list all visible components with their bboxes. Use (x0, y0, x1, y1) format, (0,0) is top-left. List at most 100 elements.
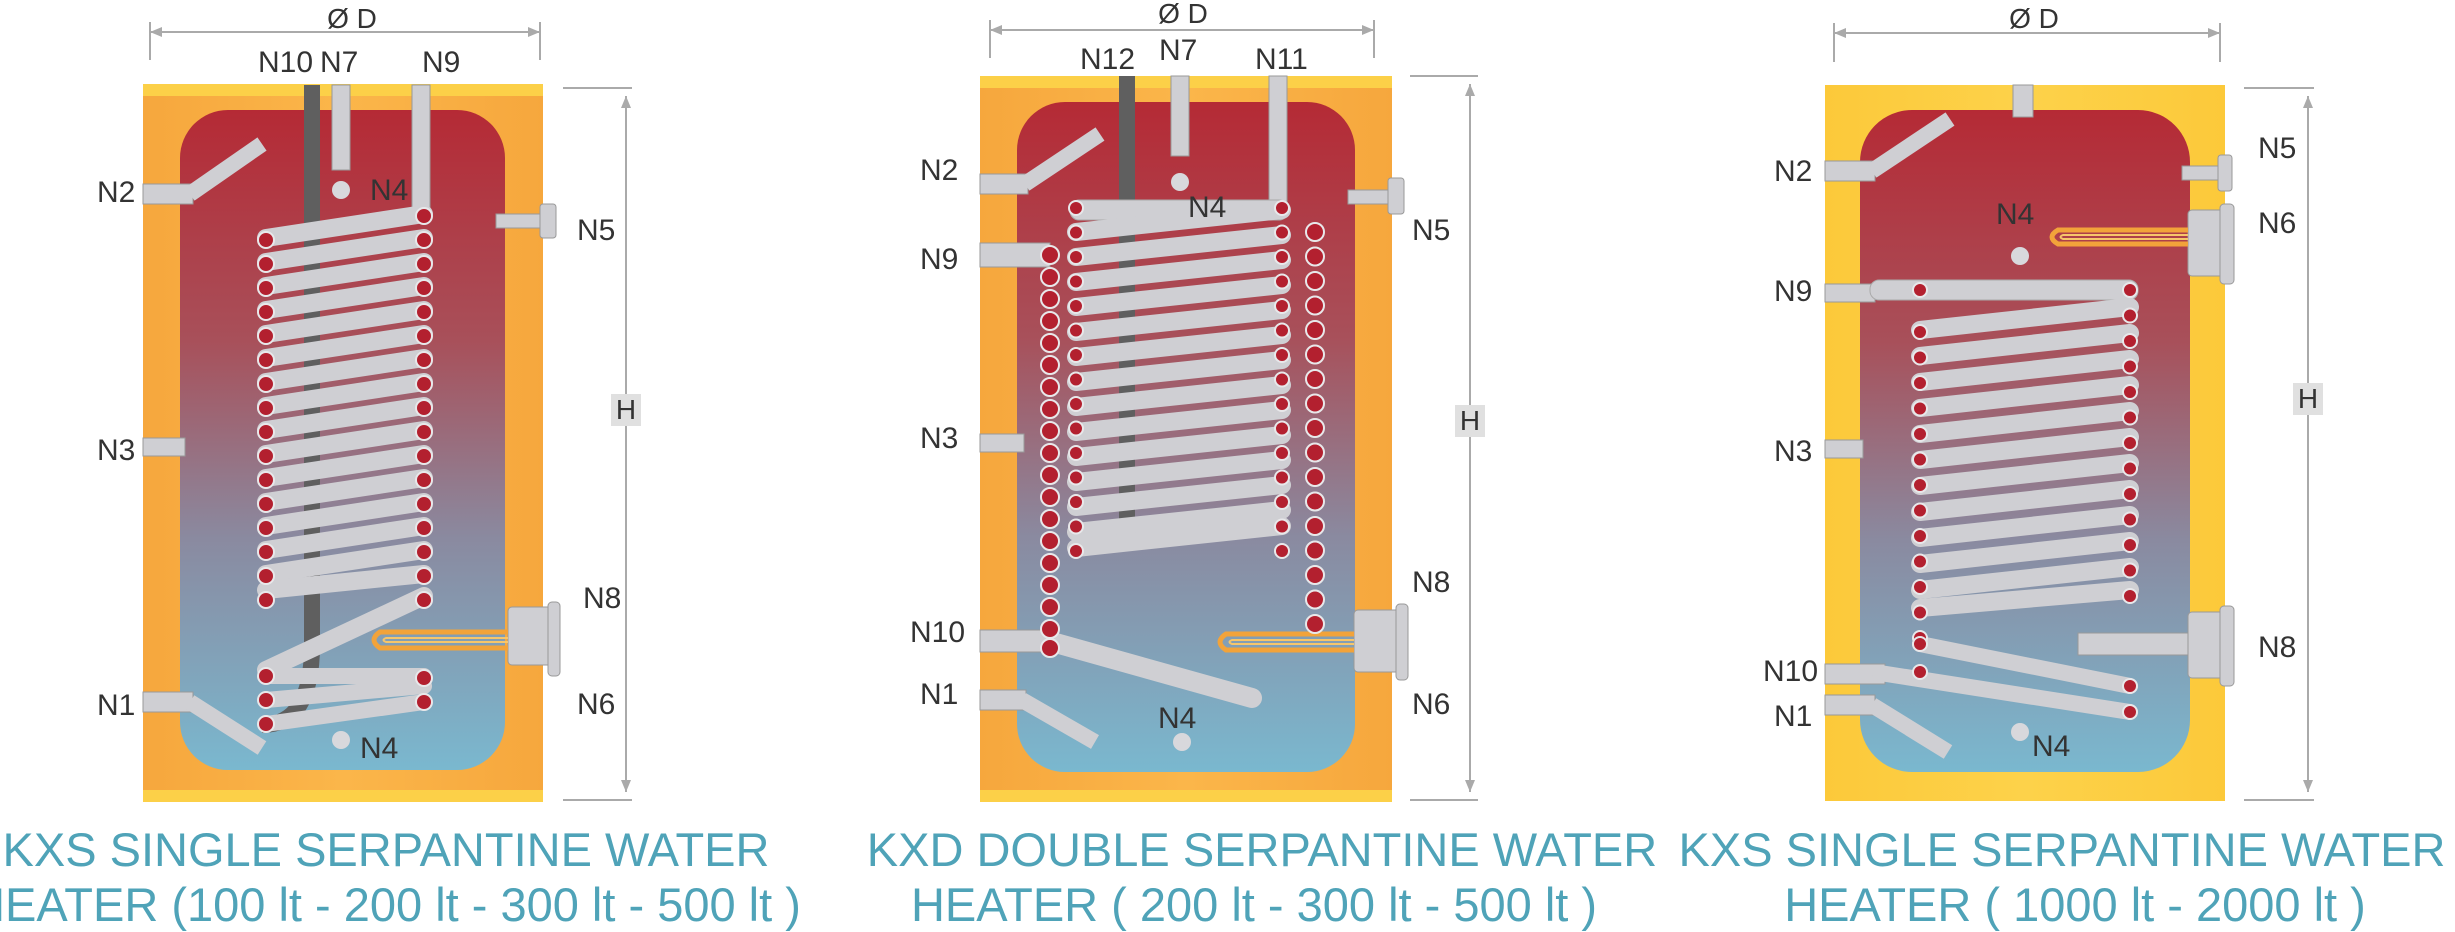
coil-dot (1274, 200, 1290, 216)
dimension-d-line (1833, 23, 2221, 62)
coil-dot (2122, 678, 2138, 694)
dimension-d-label: Ø D (1158, 0, 1208, 29)
coil-dot (1040, 333, 1060, 353)
coil-dot (1068, 469, 1084, 486)
coil-dot (1040, 465, 1060, 485)
coil-dot (415, 255, 433, 273)
heating-element-n6 (2049, 203, 2235, 285)
coil-dot (415, 471, 433, 489)
label-n1: N1 (97, 689, 135, 722)
coil-dot (257, 447, 275, 465)
coil-dot (257, 691, 275, 709)
coil-dot (2122, 486, 2138, 502)
coil-dot (1274, 543, 1290, 559)
label-n6: N6 (577, 688, 615, 721)
coil-dot (257, 715, 275, 733)
coil-dot (1040, 619, 1060, 639)
coil-dot (1912, 502, 1928, 519)
label-n4-bottom: N4 (1158, 702, 1196, 735)
label-n9: N9 (422, 46, 460, 79)
coil-dot (415, 567, 433, 585)
coil-main (257, 205, 433, 732)
flange-n8 (2077, 605, 2235, 687)
label-n3: N3 (97, 434, 135, 467)
caption-line-2: HEATER (100 lt - 200 lt - 300 lt - 500 l… (0, 878, 801, 931)
pipe-n2 (1824, 112, 1955, 182)
pipe-n9 (1824, 283, 1876, 303)
coil-dot (1305, 540, 1325, 561)
coil-dot (1912, 528, 1928, 544)
coil-dot (2122, 307, 2138, 324)
label-n4-bottom: N4 (360, 732, 398, 765)
coil-main (1067, 199, 1291, 557)
pipe-n5 (1347, 177, 1405, 215)
coil-dot (1040, 289, 1060, 309)
coil-dot (1912, 604, 1928, 621)
label-n12: N12 (1080, 43, 1135, 76)
coil-dot (257, 327, 275, 345)
coil-dot (1912, 579, 1928, 595)
coil-dot (257, 423, 275, 441)
label-n9: N9 (1774, 275, 1812, 308)
coil-dots (257, 207, 433, 733)
coil-dot (257, 375, 275, 393)
coil-dot (415, 279, 433, 297)
coil-dot (1274, 494, 1290, 510)
coil-dot (1040, 245, 1060, 265)
coil-dot (1305, 344, 1325, 365)
coil-dot (415, 303, 433, 321)
coil-dot (1305, 271, 1325, 291)
caption-line-1: KXS SINGLE SERPANTINE WATER (3, 823, 770, 876)
sensor-n4-top (1171, 173, 1189, 191)
dimension-d-line (989, 20, 1375, 58)
label-n10: N10 (1763, 655, 1818, 688)
coil-dot (257, 351, 275, 369)
label-n9: N9 (920, 243, 958, 276)
coil-dot (2122, 358, 2138, 375)
coil-dot (1274, 224, 1290, 241)
coil-dot (1068, 445, 1084, 461)
coil-dot (1912, 553, 1928, 570)
coil-dot (1912, 664, 1928, 680)
coil-dot (1305, 491, 1325, 512)
coil-dot (1040, 267, 1060, 287)
coil-dot (257, 667, 275, 685)
sensor-n4-bottom (332, 731, 350, 749)
coil-dot (1305, 565, 1325, 585)
label-n2: N2 (920, 154, 958, 187)
coil-dot (257, 303, 275, 321)
coil-dot (1068, 298, 1084, 314)
label-n6: N6 (1412, 688, 1450, 721)
pipe-n2 (979, 127, 1105, 195)
label-n3: N3 (920, 422, 958, 455)
coil-dot (2122, 704, 2138, 720)
pipe-n2 (142, 137, 267, 205)
coil-dot (257, 591, 275, 609)
coil-dot (415, 693, 433, 711)
coil-dot (1040, 531, 1060, 551)
pipe-n3 (979, 433, 1025, 453)
coil-dot (1274, 518, 1290, 535)
coil-dot (1274, 469, 1290, 486)
dimension-h-label: H (616, 394, 636, 425)
coil-dot (1274, 396, 1290, 412)
coil-dot (415, 399, 433, 417)
coil-dot (1068, 322, 1084, 339)
heating-element-n6-n8 (371, 601, 561, 677)
pipe-n1 (979, 689, 1099, 749)
pipe-n1 (1824, 694, 1953, 759)
label-n2: N2 (1774, 155, 1812, 188)
coil-dot (1305, 442, 1325, 463)
caption-line-2: HEATER ( 1000 lt - 2000 lt ) (1784, 878, 2366, 931)
label-n11: N11 (1255, 43, 1308, 76)
coil-dot (1068, 543, 1084, 559)
label-n4-top: N4 (370, 174, 408, 207)
coil-dot (1274, 420, 1290, 437)
coil-dot (415, 543, 433, 561)
label-n4-bottom: N4 (2032, 730, 2070, 763)
coil-dot (2122, 562, 2138, 579)
coil-dot (2122, 588, 2138, 604)
coil-dot (415, 591, 433, 609)
label-n1: N1 (920, 678, 958, 711)
dimension-h-line (1410, 75, 1485, 801)
